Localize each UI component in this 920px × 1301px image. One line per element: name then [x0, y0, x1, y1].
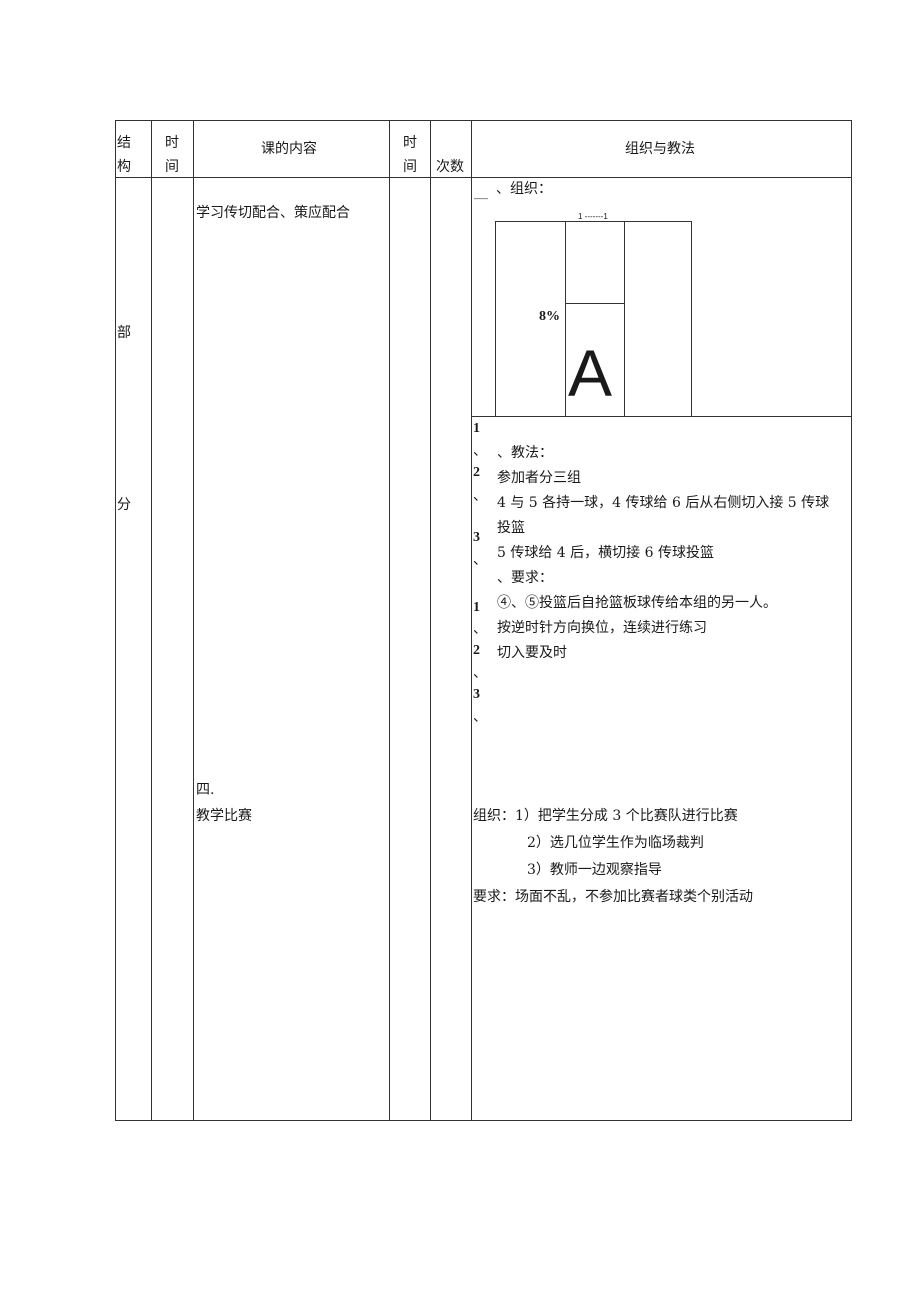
side-sep-2: 、: [473, 488, 487, 504]
table-bottom-border: [115, 1120, 852, 1121]
side-num-6: 3: [473, 687, 480, 702]
header-duration-2: 间: [403, 159, 417, 175]
header-method: 组织与教法: [625, 141, 695, 157]
header-count: 次数: [436, 159, 464, 175]
side-sep-3: 、: [473, 552, 487, 568]
side-num-3: 3: [473, 530, 480, 545]
req-line-3: 切入要及时: [497, 645, 567, 661]
side-sep-1: 、: [473, 443, 487, 459]
content-item-2: 教学比赛: [196, 808, 252, 824]
side-num-1: 1: [473, 421, 480, 436]
diagram-letter: A: [568, 336, 613, 410]
diagram-percent: 8%: [539, 309, 560, 324]
teach-label: 、教法：: [497, 445, 553, 461]
req-label: 、要求：: [497, 570, 553, 586]
teach-line-1: 参加者分三组: [497, 470, 581, 486]
structure-label-1: 部: [117, 325, 131, 341]
req-line-2: 按逆时针方向换位，连续进行练习: [497, 620, 707, 636]
teach-line-3: 投篮: [497, 520, 525, 536]
header-time-2: 间: [165, 159, 179, 175]
org-dash: __: [474, 184, 488, 200]
match-org-prefix: 组织：: [473, 808, 515, 824]
match-org-line-3: 3）教师一边观察指导: [527, 862, 662, 878]
header-structure-2: 构: [117, 159, 131, 175]
header-duration-1: 时: [403, 135, 417, 151]
match-org-line-2: 2）选几位学生作为临场裁判: [527, 835, 704, 851]
header-structure-1: 结: [117, 135, 131, 151]
lane-left-line: [565, 221, 566, 417]
lane-right-line: [624, 221, 625, 417]
content-item-1: 学习传切配合、策应配合: [196, 205, 350, 221]
col-border-3: [389, 120, 390, 1121]
org-label: 、组织：: [496, 181, 552, 197]
col-border-5: [471, 120, 472, 1121]
side-num-5: 2: [473, 643, 480, 658]
teach-line-4: 5 传球给 4 后，横切接 6 传球投篮: [497, 545, 714, 561]
content-item-2-number: 四.: [196, 782, 215, 798]
header-time-1: 时: [165, 135, 179, 151]
col-border-6: [851, 120, 852, 1121]
side-sep-6: 、: [473, 709, 487, 725]
match-requirement: 要求：场面不乱，不参加比赛者球类个别活动: [473, 889, 753, 905]
structure-label-2: 分: [117, 497, 131, 513]
baseline: [472, 416, 852, 417]
col-border-2: [193, 120, 194, 1121]
header-content: 课的内容: [261, 141, 317, 157]
side-num-2: 2: [473, 465, 480, 480]
col-border-0: [115, 120, 116, 1121]
table-top-border: [115, 120, 852, 121]
teach-line-2: 4 与 5 各持一球，4 传球给 6 后从右侧切入接 5 传球: [497, 495, 830, 511]
col-border-4: [430, 120, 431, 1121]
match-org-line-1: 1）把学生分成 3 个比赛队进行比赛: [515, 808, 738, 824]
col-border-1: [151, 120, 152, 1121]
header-bottom-border: [115, 177, 852, 178]
req-line-1: ④、⑤投篮后自抢篮板球传给本组的另一人。: [497, 595, 777, 611]
side-sep-4: 、: [473, 621, 487, 637]
lane-mid-line: [565, 303, 625, 304]
diagram-top-label: 1 -------1: [578, 212, 608, 221]
side-sep-5: 、: [473, 665, 487, 681]
side-num-4: 1: [473, 600, 480, 615]
